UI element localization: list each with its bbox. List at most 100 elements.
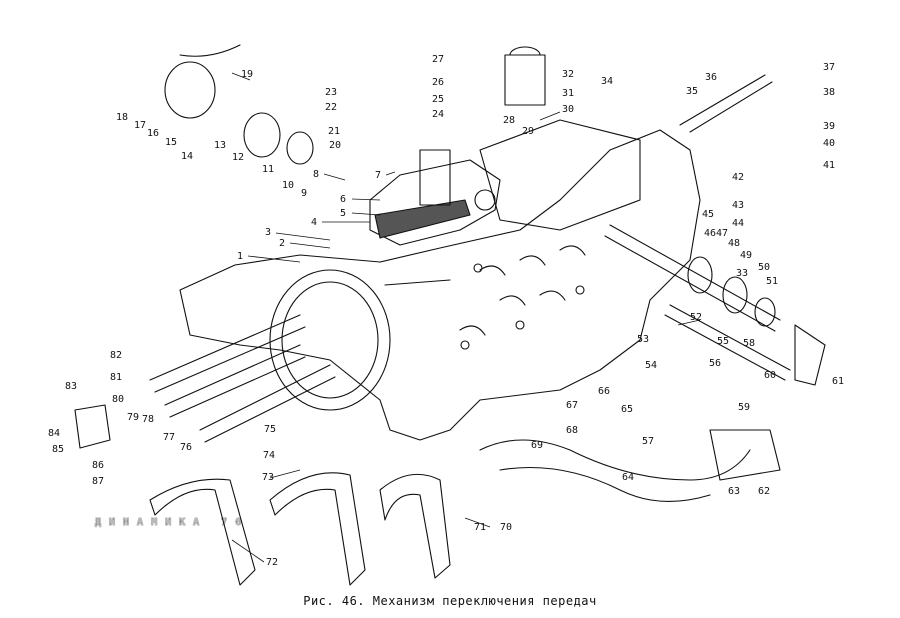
callout-label: 12 xyxy=(232,152,244,163)
callout-label: 41 xyxy=(823,160,835,171)
bolt-1 xyxy=(384,279,451,286)
callout-label: 64 xyxy=(622,472,634,483)
shift-block-84 xyxy=(74,404,111,449)
housing-flange-inner xyxy=(281,281,379,399)
callout-label: 52 xyxy=(690,312,702,323)
shaft-35 xyxy=(679,74,773,133)
housing-top-cover xyxy=(479,119,641,231)
callout-label: 65 xyxy=(621,404,633,415)
callout-label: 34 xyxy=(601,76,613,87)
control-tower xyxy=(419,149,451,206)
callout-label: 56 xyxy=(709,358,721,369)
callout-label: 20 xyxy=(329,140,341,151)
callout-label: 78 xyxy=(142,414,154,425)
callout-label: 59 xyxy=(738,402,750,413)
callout-label: 29 xyxy=(522,126,534,137)
shaft-assembly-45-51 xyxy=(604,224,781,332)
callout-label: 66 xyxy=(598,386,610,397)
callout-label: 33 xyxy=(736,268,748,279)
housing-ribs xyxy=(459,245,586,336)
shift-fork-73b xyxy=(269,472,366,586)
callout-label: 16 xyxy=(147,128,159,139)
callout-label: 87 xyxy=(92,476,104,487)
callout-label: 2 xyxy=(279,238,285,249)
callout-label: 49 xyxy=(740,250,752,261)
pneumatic-valve-32 xyxy=(504,46,546,106)
ring-11 xyxy=(243,112,281,158)
gear-ring xyxy=(687,256,713,294)
callout-label: 62 xyxy=(758,486,770,497)
leader-lines xyxy=(231,72,701,563)
callout-label: 9 xyxy=(301,188,307,199)
housing-bolt xyxy=(473,263,483,273)
callout-label: 53 xyxy=(637,334,649,345)
callout-label: 48 xyxy=(728,238,740,249)
callout-label: 51 xyxy=(766,276,778,287)
callout-label: 68 xyxy=(566,425,578,436)
seal-10 xyxy=(286,131,314,165)
callout-label: 18 xyxy=(116,112,128,123)
callout-label: 61 xyxy=(832,376,844,387)
callout-label: 54 xyxy=(645,360,657,371)
callout-label: 10 xyxy=(282,180,294,191)
callout-label: 3 xyxy=(265,227,271,238)
callout-label: 67 xyxy=(566,400,578,411)
callout-label: 74 xyxy=(263,450,275,461)
callout-label: 70 xyxy=(500,522,512,533)
callout-label: 47 xyxy=(716,228,728,239)
callout-label: 15 xyxy=(165,137,177,148)
lever-61 xyxy=(794,324,826,386)
callout-label: 46 xyxy=(704,228,716,239)
callout-label: 36 xyxy=(705,72,717,83)
callout-label: 39 xyxy=(823,121,835,132)
callout-label: 6 xyxy=(340,194,346,205)
callout-label: 73 xyxy=(262,472,274,483)
callout-label: 86 xyxy=(92,460,104,471)
callout-label: 23 xyxy=(325,87,337,98)
callout-label: 4 xyxy=(311,217,317,228)
callout-label: 31 xyxy=(562,88,574,99)
callout-label: 26 xyxy=(432,77,444,88)
callout-label: 42 xyxy=(732,172,744,183)
pipe-19 xyxy=(179,44,241,57)
control-block-bore xyxy=(474,189,496,211)
gear-shift-mechanism-drawing: ДИНАМИКА 76 xyxy=(74,44,826,586)
housing-bolt xyxy=(575,285,585,295)
housing-bolt xyxy=(460,340,470,350)
callout-label: 83 xyxy=(65,381,77,392)
callout-label: 14 xyxy=(181,151,193,162)
air-line xyxy=(479,439,751,481)
callout-label: 71 xyxy=(474,522,486,533)
shift-fork-73 xyxy=(149,478,256,586)
shift-rod-80 xyxy=(149,314,306,393)
callout-label: 8 xyxy=(313,169,319,180)
gear-ring xyxy=(722,276,748,314)
callout-label: 58 xyxy=(743,338,755,349)
callout-label: 79 xyxy=(127,412,139,423)
callout-label: 40 xyxy=(823,138,835,149)
callout-label: 1 xyxy=(237,251,243,262)
shift-rod-77 xyxy=(164,344,306,418)
cover-15 xyxy=(164,61,216,119)
callout-label: 76 xyxy=(180,442,192,453)
callout-label: 30 xyxy=(562,104,574,115)
callout-label: 19 xyxy=(241,69,253,80)
callout-label: 60 xyxy=(764,370,776,381)
housing-bolt xyxy=(515,320,525,330)
callout-label: 77 xyxy=(163,432,175,443)
watermark: ДИНАМИКА 76 xyxy=(95,517,249,528)
callout-label: 24 xyxy=(432,109,444,120)
callout-label: 38 xyxy=(823,87,835,98)
callout-label: 37 xyxy=(823,62,835,73)
callout-label: 75 xyxy=(264,424,276,435)
callout-label: 43 xyxy=(732,200,744,211)
control-block-gasket xyxy=(374,199,471,239)
gear-ring xyxy=(754,297,776,327)
callout-label: 63 xyxy=(728,486,740,497)
callout-label: 50 xyxy=(758,262,770,273)
gearbox-housing xyxy=(179,129,701,441)
callout-label: 17 xyxy=(134,120,146,131)
callout-label: 57 xyxy=(642,436,654,447)
callout-label: 84 xyxy=(48,428,60,439)
